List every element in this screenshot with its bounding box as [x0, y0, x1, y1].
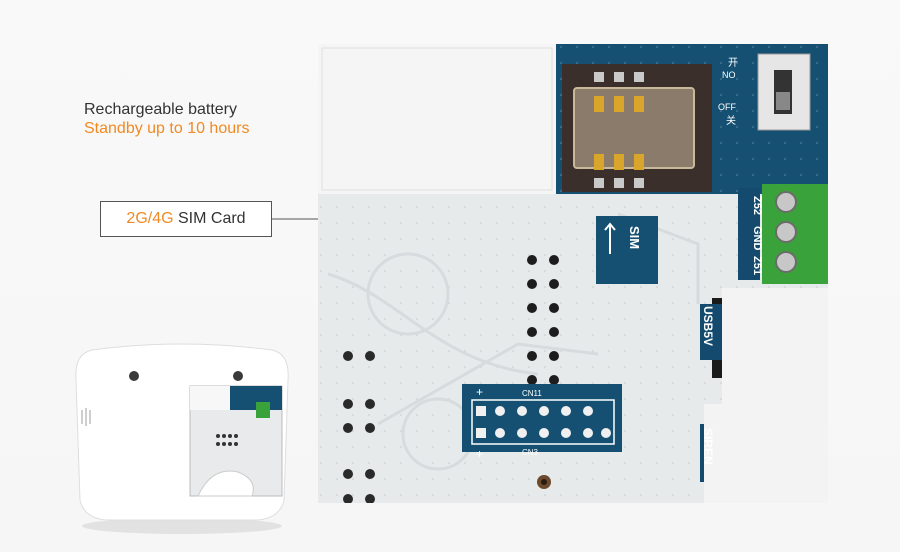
- terminal-block: [738, 184, 828, 284]
- cn11-label: CN11: [522, 389, 542, 398]
- battery-caption-standby: Standby up to 10 hours: [84, 120, 250, 137]
- sim-card-slot: [562, 64, 712, 192]
- switch-label-top: 开: [728, 58, 738, 69]
- pcb-closeup-photo: 开 NO OFF 关 Z52 GND Z51 SIM USB5V SIREN: [318, 44, 828, 503]
- switch-label-on: NO: [722, 70, 736, 80]
- switch-label-bottom: 关: [726, 114, 736, 127]
- header-connector: + +: [462, 384, 622, 461]
- sim-callout-network: 2G/4G: [126, 210, 174, 227]
- alarm-panel-back-image: [75, 343, 289, 534]
- terminal-label-z51: Z51: [751, 256, 763, 275]
- sim-callout-text: SIM Card: [173, 210, 246, 227]
- sim-card-callout: 2G/4G SIM Card: [100, 201, 272, 237]
- via-column: [527, 255, 559, 385]
- svg-text:+: +: [476, 447, 483, 461]
- usb-label: USB5V: [701, 306, 715, 346]
- pcb-illustration: 开 NO OFF 关 Z52 GND Z51 SIM USB5V SIREN: [318, 44, 828, 503]
- switch-label-off: OFF: [718, 102, 736, 112]
- power-switch: [757, 53, 811, 131]
- siren-label: SIREN: [701, 428, 715, 465]
- cn3-label: CN3: [522, 448, 539, 457]
- battery-caption-title: Rechargeable battery: [84, 101, 237, 118]
- svg-text:+: +: [476, 385, 483, 399]
- sim-tag-label: SIM: [627, 226, 642, 249]
- terminal-label-z52: Z52: [751, 196, 763, 215]
- sim-direction-tag: [596, 216, 658, 284]
- usb-port-area: [722, 288, 828, 408]
- battery-caption: Rechargeable battery Standby up to 10 ho…: [84, 100, 249, 138]
- left-vias: [343, 351, 375, 503]
- terminal-label-gnd: GND: [751, 226, 763, 251]
- enclosure-top: [318, 44, 556, 194]
